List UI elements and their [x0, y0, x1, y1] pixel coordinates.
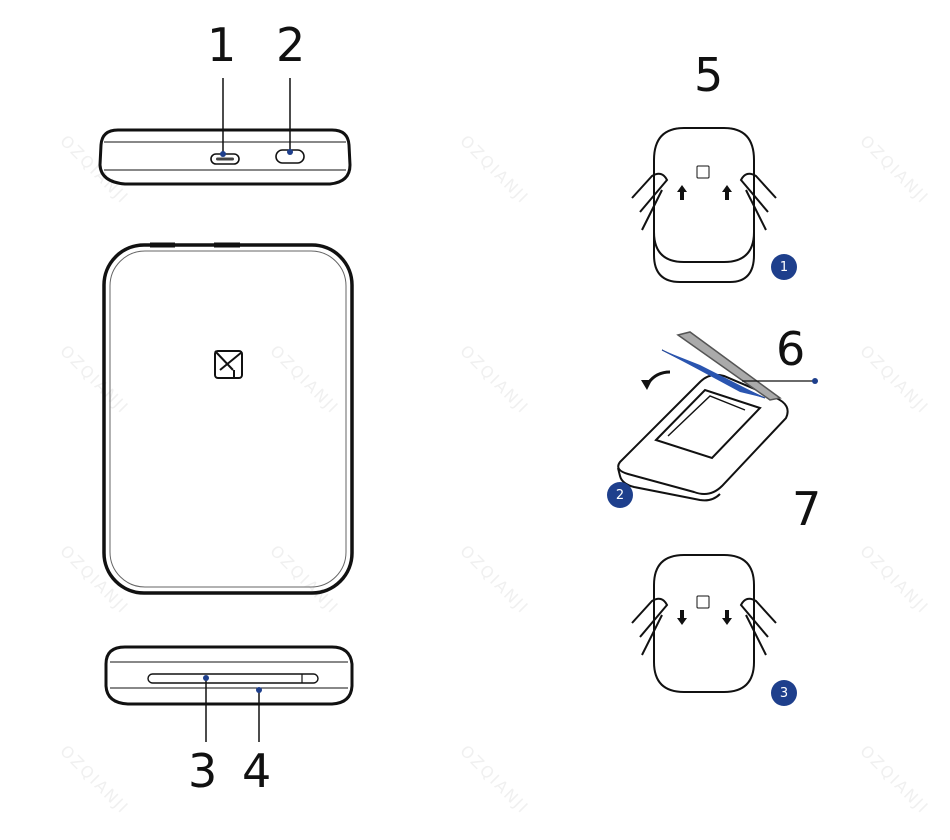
step-slide-cover-up	[631, 127, 777, 283]
arrow-down-icon	[677, 610, 687, 625]
device-front-view	[102, 242, 354, 595]
callout-3: 3	[188, 744, 218, 798]
curved-arrow-icon	[641, 380, 652, 390]
device-top-edge-view	[98, 78, 352, 186]
step-badge-3: 3	[771, 680, 797, 706]
callout-4: 4	[242, 744, 272, 798]
logo-icon	[214, 350, 243, 379]
step-badge-1: 1	[771, 254, 797, 280]
arrow-up-icon	[722, 185, 732, 200]
logo-icon	[696, 595, 710, 609]
arrow-up-icon	[677, 185, 687, 200]
step-load-paper	[617, 331, 818, 502]
callout-2: 2	[276, 18, 306, 72]
callout-6: 6	[776, 322, 806, 376]
logo-icon	[696, 165, 710, 179]
callout-7: 7	[792, 482, 822, 536]
callout-5: 5	[694, 48, 724, 102]
callout-1: 1	[207, 18, 237, 72]
arrow-down-icon	[722, 610, 732, 625]
step-slide-cover-down	[631, 554, 777, 693]
step-badge-2: 2	[607, 482, 633, 508]
device-bottom-edge-view	[104, 645, 354, 742]
